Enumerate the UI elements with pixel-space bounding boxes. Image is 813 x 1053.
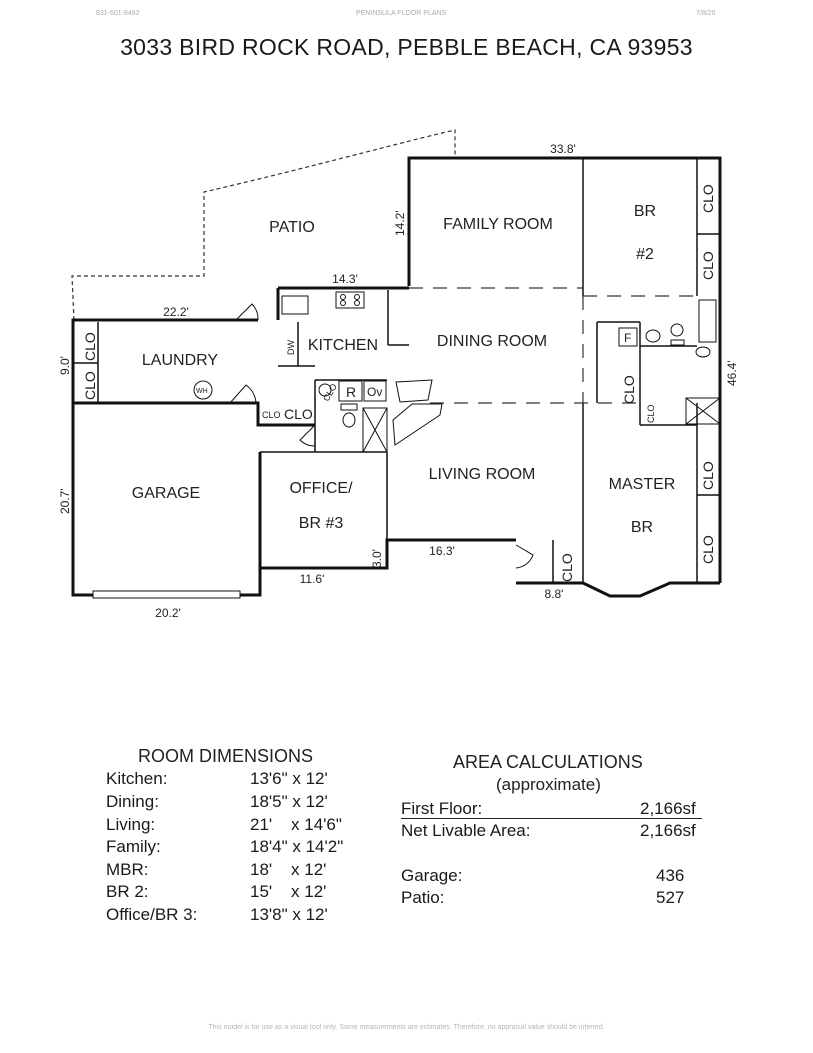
room-dim-name: BR 2: — [106, 882, 149, 901]
area-calculations-subheading: (approximate) — [496, 775, 601, 794]
dim-laundry-side: 9.0' — [58, 356, 72, 375]
room-dim-name: Kitchen: — [106, 769, 168, 788]
header-date: 7/8/20 — [696, 10, 716, 17]
room-dim-name: Dining: — [106, 792, 159, 811]
disclaimer-footer: This model is for use as a visual tool o… — [208, 1024, 605, 1031]
closet-label: CLO — [82, 332, 98, 361]
closet-label-small: CLO — [262, 410, 281, 420]
area-name: Net Livable Area: — [401, 821, 531, 840]
closet-label: CLO — [82, 371, 98, 400]
dim-family-side: 14.2' — [393, 210, 407, 236]
room-dim-size: 18' x 12' — [250, 860, 327, 879]
closet-label: CLO — [700, 184, 716, 213]
property-address-title: 3033 BIRD ROCK ROAD, PEBBLE BEACH, CA 93… — [120, 34, 693, 60]
dishwasher-label: DW — [286, 340, 296, 355]
room-label-dining-room: DINING ROOM — [437, 333, 547, 350]
room-dim-name: MBR: — [106, 860, 149, 879]
room-label-family-room: FAMILY ROOM — [443, 216, 553, 233]
room-label-master-line1: MASTER — [609, 476, 676, 493]
area-divider — [401, 818, 702, 819]
room-dim-size: 13'8" x 12' — [250, 905, 328, 924]
closet-label: CLO — [700, 461, 716, 490]
header-phone: 831-601-8482 — [96, 10, 140, 17]
room-dim-name: Office/BR 3: — [106, 905, 198, 924]
garage-door — [92, 590, 241, 599]
interior-walls — [74, 158, 720, 583]
area-value: 2,166sf — [640, 799, 696, 818]
area-calculations-heading: AREA CALCULATIONS — [453, 752, 643, 772]
room-label-garage: GARAGE — [132, 485, 200, 502]
kitchen-fixtures — [281, 291, 443, 453]
oven-label: Ov — [367, 385, 382, 399]
room-label-living-room: LIVING ROOM — [429, 466, 536, 483]
bath-fixtures — [193, 299, 721, 428]
room-label-br2-line2: #2 — [636, 246, 654, 263]
dim-garage-side: 20.7' — [58, 488, 72, 514]
room-dim-name: Family: — [106, 837, 161, 856]
dim-top: 33.8' — [550, 142, 576, 156]
room-label-master-line2: BR — [631, 519, 653, 536]
room-dim-size: 18'5" x 12' — [250, 792, 328, 811]
dim-living-bottom: 16.3' — [429, 544, 455, 558]
area-value: 2,166sf — [640, 821, 696, 840]
room-dim-size: 15' x 12' — [250, 882, 327, 901]
header-company: PENINSULA FLOOR PLANS — [356, 10, 447, 17]
dim-kitchen-top: 14.3' — [332, 272, 358, 286]
room-label-laundry: LAUNDRY — [142, 352, 219, 369]
closet-label-small: CLO — [646, 404, 656, 423]
room-dim-size: 21' x 14'6" — [250, 815, 342, 834]
room-dim-size: 18'4" x 14'2" — [250, 837, 344, 856]
area-name: Garage: — [401, 866, 463, 885]
patio-outline — [71, 129, 456, 321]
closet-label: CLO — [700, 535, 716, 564]
dim-master-bottom: 8.8' — [545, 587, 564, 601]
area-value: 527 — [656, 888, 685, 907]
area-name: First Floor: — [401, 799, 483, 818]
area-value: 436 — [656, 866, 685, 885]
room-dim-name: Living: — [106, 815, 156, 834]
closet-label: CLO — [700, 251, 716, 280]
room-label-br2-line1: BR — [634, 203, 656, 220]
closet-label: CLO — [284, 406, 313, 422]
room-dim-size: 13'6" x 12' — [250, 769, 328, 788]
fixture-f-label: F — [624, 331, 631, 345]
dim-right-side: 46.4' — [725, 360, 739, 386]
floor-plan: PATIO FAMILY ROOM BR #2 LAUNDRY KITCHEN … — [58, 129, 739, 620]
dim-office-bottom: 11.6' — [300, 572, 325, 586]
room-dimensions-heading: ROOM DIMENSIONS — [138, 746, 314, 766]
door-swings — [229, 303, 534, 569]
dim-laundry-top: 22.2' — [163, 305, 189, 319]
range-label: R — [346, 384, 356, 400]
water-heater-label: WH — [196, 388, 208, 395]
dim-garage-bottom: 20.2' — [155, 606, 181, 620]
room-label-office-line1: OFFICE/ — [289, 480, 353, 497]
closet-label: CLO — [559, 553, 575, 582]
area-name: Patio: — [401, 888, 445, 907]
dim-office-step: 3.0' — [370, 549, 384, 568]
closet-label: CLO — [621, 375, 637, 404]
room-separators — [409, 287, 697, 404]
room-label-kitchen: KITCHEN — [308, 337, 378, 354]
room-label-office-line2: BR #3 — [299, 515, 344, 532]
room-label-patio: PATIO — [269, 219, 315, 236]
closet-label-small: CLO — [321, 382, 339, 403]
